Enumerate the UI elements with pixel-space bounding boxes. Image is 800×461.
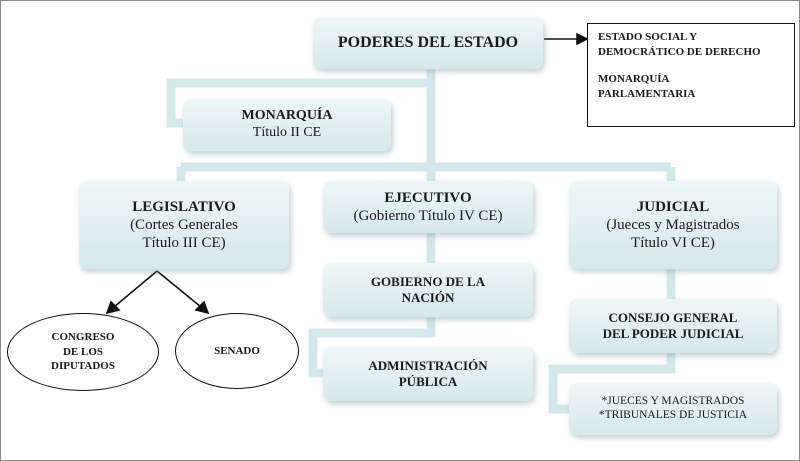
node-legislativo-line: Título III CE) — [142, 235, 226, 251]
node-cgpj-line: CONSEJO GENERAL — [608, 310, 738, 326]
arrow-to-senado-head — [194, 300, 210, 315]
node-poderes-del-estado: PODERES DEL ESTADO — [313, 17, 543, 69]
node-ejecutivo-line: (Gobierno Título IV CE) — [353, 208, 503, 224]
node-monarquia: MONARQUÍA Título II CE — [183, 99, 391, 151]
node-congreso-line: CONGRESO — [51, 330, 115, 343]
node-poderes-del-estado-label: PODERES DEL ESTADO — [337, 34, 519, 52]
node-consejo-general: CONSEJO GENERAL DEL PODER JUDICIAL — [569, 299, 777, 353]
node-judicial-line: Título VI CE) — [631, 235, 715, 251]
node-congreso-line: DE LOS — [62, 345, 104, 358]
node-senado-label: SENADO — [214, 344, 260, 357]
connector-gobierno-down — [308, 317, 436, 378]
note-estado-social: ESTADO SOCIAL Y DEMOCRÁTICO DE DERECHO M… — [587, 23, 795, 127]
arrow-to-congreso-head — [105, 300, 121, 315]
node-monarquia-subtitle: Título II CE — [252, 125, 322, 140]
node-legislativo-title: LEGISLATIVO — [132, 199, 236, 215]
note-line: DEMOCRÁTICO DE DERECHO — [598, 45, 761, 58]
node-monarquia-title: MONARQUÍA — [241, 108, 333, 124]
arrow-to-congreso — [113, 270, 158, 308]
node-jueces-tribunales: *JUECES Y MAGISTRADOS *TRIBUNALES DE JUS… — [569, 383, 777, 435]
node-cgpj-line: DEL PODER JUDICIAL — [602, 326, 744, 341]
node-administracion-line: PÚBLICA — [398, 374, 458, 389]
node-administracion-line: ADMINISTRACIÓN — [368, 358, 488, 374]
node-administracion-publica: ADMINISTRACIÓN PÚBLICA — [323, 347, 533, 401]
node-gobierno-line: NACIÓN — [401, 290, 455, 305]
note-line: MONARQUÍA — [598, 72, 670, 85]
arrow-to-note-head — [576, 32, 589, 46]
node-judicial: JUDICIAL (Jueces y Magistrados Título VI… — [569, 181, 777, 269]
node-senado: SENADO — [175, 313, 299, 389]
note-line: ESTADO SOCIAL Y — [598, 31, 698, 43]
node-ejecutivo: EJECUTIVO (Gobierno Título IV CE) — [323, 181, 533, 233]
node-gobierno-line: GOBIERNO DE LA — [370, 274, 486, 290]
node-congreso-line: DIPUTADOS — [51, 360, 115, 373]
arrow-to-senado — [156, 270, 202, 308]
node-ejecutivo-title: EJECUTIVO — [384, 190, 472, 206]
node-legislativo: LEGISLATIVO (Cortes Generales Título III… — [79, 181, 289, 269]
node-jueces-line: *TRIBUNALES DE JUSTICIA — [598, 409, 748, 421]
node-judicial-line: (Jueces y Magistrados — [606, 217, 740, 233]
node-jueces-line: *JUECES Y MAGISTRADOS — [601, 395, 745, 408]
connector-cgpj-down — [548, 353, 676, 414]
node-congreso: CONGRESO DE LOS DIPUTADOS — [7, 313, 159, 391]
node-gobierno-nacion: GOBIERNO DE LA NACIÓN — [323, 263, 533, 317]
note-line: PARLAMENTARIA — [598, 87, 696, 100]
connector-monarquia — [166, 78, 431, 128]
node-legislativo-line: (Cortes Generales — [130, 217, 238, 233]
node-judicial-title: JUDICIAL — [636, 199, 710, 215]
